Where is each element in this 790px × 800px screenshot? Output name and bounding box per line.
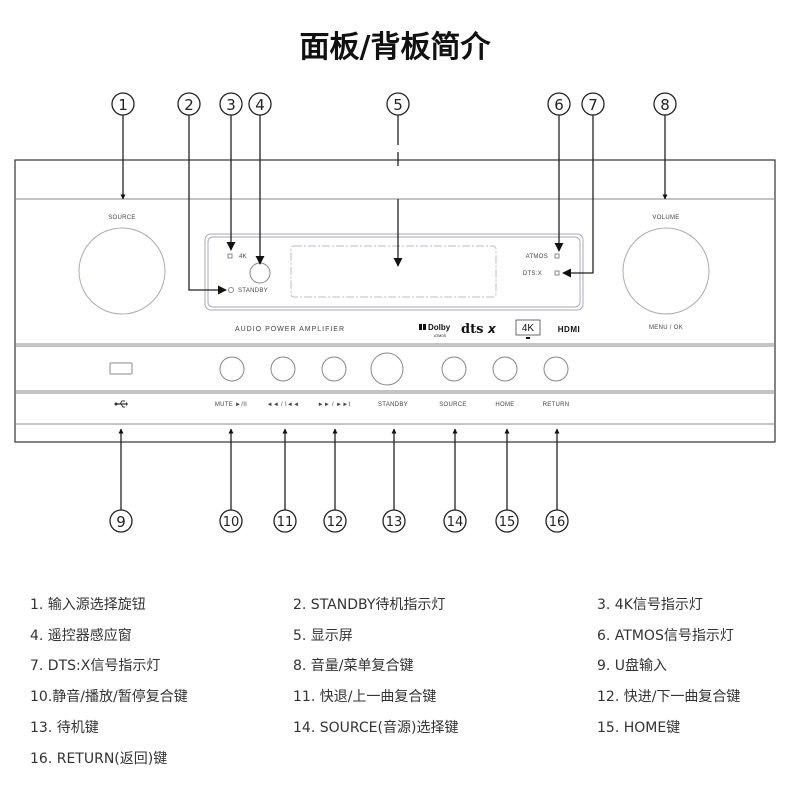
svg-text:4K: 4K [522, 323, 535, 334]
led-atmos [554, 253, 560, 259]
legend-item: 4. 遥控器感应窗 [30, 627, 132, 644]
legend-item: 6. ATMOS信号指示灯 [597, 628, 734, 644]
display-frame [204, 233, 584, 311]
callout-15: 15 [495, 509, 519, 533]
legend-item: 14. SOURCE(音源)选择键 [293, 719, 458, 736]
source-label: SOURCE [439, 402, 466, 408]
dtsx-logo: dts x [461, 322, 497, 337]
led-atmos-label: ATMOS [526, 254, 548, 260]
svg-text:6: 6 [554, 96, 564, 114]
volume-knob-label: VOLUME [652, 215, 679, 221]
standby-label: STANDBY [378, 402, 408, 408]
bottom-leader-arrows [118, 428, 560, 510]
svg-text:1: 1 [118, 96, 128, 114]
4k-logo: 4K [515, 319, 541, 339]
led-dtsx-label: DTS:X [523, 271, 542, 277]
forward-label: ►► / ►►I [318, 402, 351, 408]
svg-text:10: 10 [223, 515, 240, 530]
source-button[interactable] [441, 356, 467, 382]
usb-port[interactable] [109, 362, 133, 375]
legend-item: 10.静音/播放/暂停复合键 [30, 688, 188, 705]
panel-body [14, 159, 776, 443]
source-knob-label: SOURCE [108, 215, 135, 221]
callout-6: 6 [547, 92, 571, 116]
rewind-prev-button[interactable] [270, 356, 296, 382]
svg-text:x: x [487, 322, 497, 336]
svg-text:11: 11 [277, 515, 294, 530]
callout-10: 10 [219, 509, 243, 533]
legend-item: 15. HOME键 [597, 720, 680, 736]
svg-text:3: 3 [226, 96, 236, 114]
svg-text:13: 13 [386, 515, 403, 530]
svg-text:16: 16 [549, 515, 566, 530]
svg-text:9: 9 [116, 513, 126, 531]
mute-play-pause-button[interactable] [219, 356, 245, 382]
svg-text:7: 7 [588, 96, 598, 114]
usb-icon [114, 400, 128, 408]
return-label: RETURN [543, 402, 570, 408]
callout-7: 7 [581, 92, 605, 116]
display-screen [290, 245, 497, 298]
home-label: HOME [495, 402, 514, 408]
callout-13: 13 [382, 509, 406, 533]
callout-8: 8 [653, 92, 677, 116]
legend-item: 8. 音量/菜单复合键 [293, 657, 414, 674]
callout-2: 2 [177, 92, 201, 116]
legend-item: 1. 输入源选择旋钮 [30, 597, 146, 613]
svg-text:ATMOS: ATMOS [434, 334, 447, 338]
callout-3: 3 [219, 92, 243, 116]
callout-14: 14 [443, 509, 467, 533]
callout-4: 4 [248, 92, 272, 116]
svg-text:dts: dts [461, 322, 483, 337]
legend-item: 13. 待机键 [30, 720, 99, 736]
page-title: 面板/背板简介 [300, 30, 492, 65]
svg-text:14: 14 [447, 515, 464, 530]
standby-button[interactable] [370, 352, 404, 386]
mute-label: MUTE ►/II [215, 402, 247, 408]
svg-text:15: 15 [499, 515, 516, 530]
return-button[interactable] [543, 356, 569, 382]
hdmi-logo: HDMI [558, 325, 580, 334]
callout-5: 5 [386, 92, 410, 116]
top-callouts: 1 2 3 4 5 6 7 8 [111, 92, 677, 116]
legend: 1. 输入源选择旋钮 2. STANDBY待机指示灯 3. 4K信号指示灯 4.… [30, 597, 740, 767]
callout-12: 12 [323, 509, 347, 533]
legend-item: 11. 快退/上一曲复合键 [293, 688, 436, 705]
legend-item: 2. STANDBY待机指示灯 [293, 597, 445, 613]
svg-text:8: 8 [660, 96, 670, 114]
forward-next-button[interactable] [321, 356, 347, 382]
led-4k [227, 253, 233, 259]
callout-11: 11 [273, 509, 297, 533]
svg-text:4: 4 [255, 96, 265, 114]
legend-item: 7. DTS:X信号指示灯 [30, 658, 160, 674]
source-knob[interactable] [78, 227, 166, 315]
led-standby-label: STANDBY [238, 288, 268, 294]
top-leader-arrows [120, 115, 668, 295]
led-dtsx [554, 270, 560, 276]
svg-text:12: 12 [327, 515, 344, 530]
led-4k-label: 4K [239, 254, 247, 260]
menu-ok-label: MENU / OK [649, 325, 683, 331]
bottom-callouts: 9 10 11 12 13 14 15 16 [109, 509, 569, 533]
dolby-atmos-logo: Dolby ATMOS [419, 323, 451, 338]
model-text: AUDIO POWER AMPLIFIER [235, 326, 345, 333]
svg-text:Dolby: Dolby [428, 323, 451, 332]
svg-text:2: 2 [184, 96, 194, 114]
volume-knob[interactable] [622, 227, 710, 315]
led-standby [228, 287, 234, 293]
svg-text:5: 5 [393, 96, 403, 114]
callout-1: 1 [111, 92, 135, 116]
callout-9: 9 [109, 509, 133, 533]
legend-item: 3. 4K信号指示灯 [597, 597, 703, 613]
legend-item: 5. 显示屏 [293, 628, 353, 644]
rewind-label: ◄◄ / I◄◄ [267, 402, 300, 408]
legend-item: 12. 快进/下一曲复合键 [597, 688, 740, 705]
legend-item: 9. U盘输入 [597, 657, 667, 674]
callout-16: 16 [545, 509, 569, 533]
home-button[interactable] [492, 356, 518, 382]
legend-item: 16. RETURN(返回)键 [30, 751, 167, 767]
